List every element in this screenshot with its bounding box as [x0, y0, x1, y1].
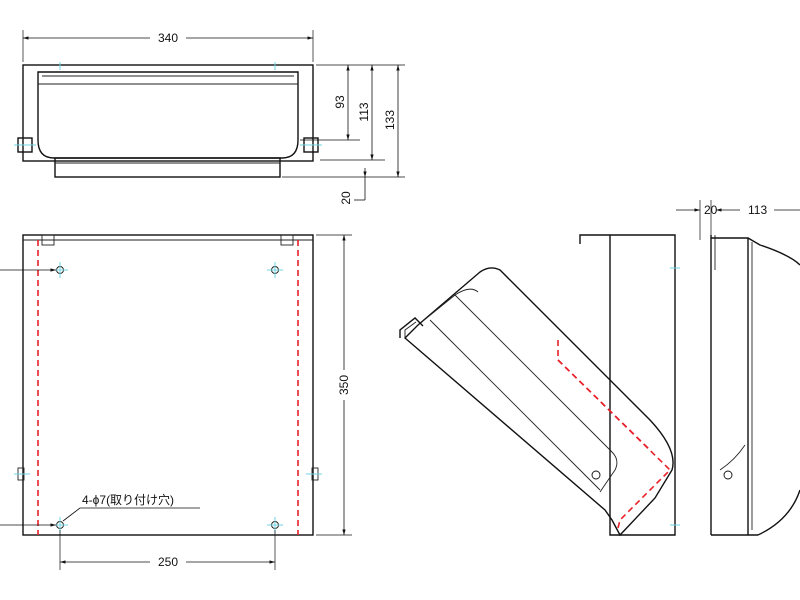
top-view-outline — [22, 64, 314, 162]
dim-top-width: 340 — [158, 31, 178, 45]
left-bracket — [14, 137, 36, 153]
right-bracket — [300, 137, 322, 153]
top-view-inner-body — [37, 71, 299, 159]
dim-side-offset20: 20 — [704, 203, 718, 217]
tilted-lid — [403, 267, 674, 537]
back-plate — [579, 234, 676, 536]
dim-side-depth113: 113 — [748, 203, 767, 217]
closed-housing — [711, 237, 800, 266]
dim-top-h93: 93 — [333, 95, 347, 109]
closed-side-view: 20 113 — [676, 200, 800, 536]
front-view-outline — [22, 234, 314, 536]
dim-top-h133: 133 — [383, 110, 397, 130]
dim-front-height: 350 — [337, 375, 351, 395]
mounting-hole — [267, 262, 283, 278]
pivot-bolt — [591, 470, 601, 480]
dim-top-h113: 113 — [357, 102, 371, 121]
open-side-view — [399, 234, 680, 537]
hole-note: 4-ϕ7(取り付け穴) — [82, 492, 174, 507]
top-view: 340 93 113 133 20 — [14, 30, 405, 205]
lid-hook — [399, 317, 424, 338]
open-hidden-line — [557, 340, 672, 529]
top-view-bottom-lip — [54, 157, 281, 178]
front-view: 4-ϕ7(取り付け穴) 350 250 — [0, 234, 352, 570]
mounting-hole — [52, 517, 68, 533]
dim-top-offset20: 20 — [339, 191, 353, 205]
dim-hole-pitch: 250 — [158, 555, 178, 569]
